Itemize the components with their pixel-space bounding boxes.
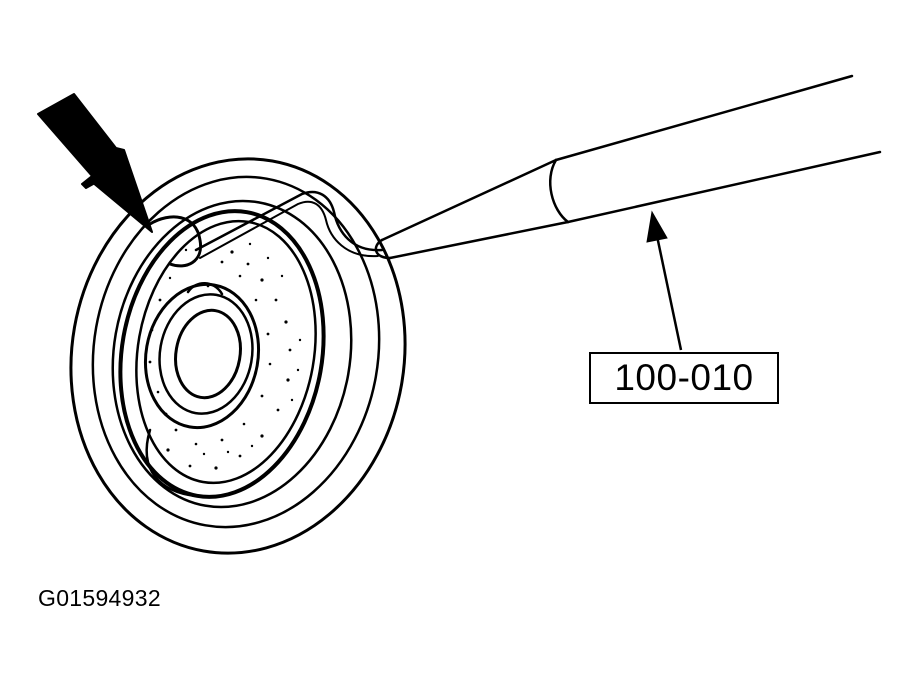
seal-location-arrow bbox=[37, 93, 153, 233]
oil-seal bbox=[118, 209, 326, 499]
seal-pick-tool bbox=[194, 74, 882, 260]
seal-face-stipple bbox=[148, 242, 302, 470]
seal-outer-lip bbox=[118, 209, 326, 499]
tool-number-callout: 100-010 bbox=[589, 352, 779, 404]
housing-inner-ring bbox=[91, 175, 381, 529]
callout-arrowhead bbox=[646, 210, 668, 243]
tool-handle bbox=[554, 74, 882, 224]
figure-id-label: G01594932 bbox=[38, 585, 161, 611]
lip-tab bbox=[186, 282, 224, 296]
tool-hook-wire-inner bbox=[199, 200, 379, 259]
housing-outer-ring bbox=[69, 157, 407, 555]
tool-taper bbox=[380, 158, 570, 260]
housing-bore bbox=[69, 157, 407, 555]
bore-step-ring bbox=[111, 199, 353, 509]
seal-lower-edge bbox=[145, 428, 198, 498]
seal-spring-ring bbox=[158, 293, 254, 415]
tool-hook-wire bbox=[194, 190, 384, 252]
callout-leader bbox=[646, 210, 683, 351]
tool-handle-end bbox=[548, 158, 570, 224]
shaft-bore bbox=[174, 308, 242, 400]
seal-lift-edge bbox=[148, 215, 203, 268]
